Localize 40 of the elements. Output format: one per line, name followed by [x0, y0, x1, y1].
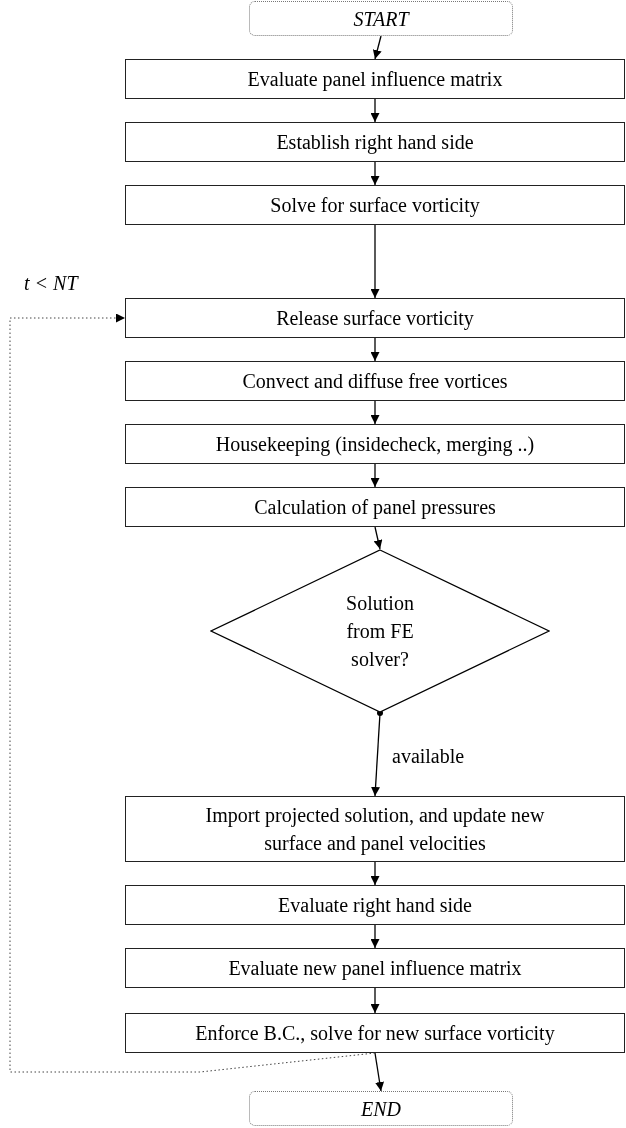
arrow — [370, 224, 380, 299]
arrow — [370, 400, 380, 425]
process-box — [125, 1013, 625, 1053]
process-box — [125, 185, 625, 225]
arrow — [370, 861, 380, 886]
terminal-label: START — [353, 6, 409, 32]
step-label: Import projected solution, and update new surface and panel velocities — [204, 803, 546, 857]
arrow — [371, 710, 383, 797]
terminal-box — [249, 1091, 513, 1126]
step-label: Housekeeping (insidecheck, merging ..) — [215, 432, 535, 458]
arrow — [370, 161, 380, 186]
process-box — [125, 59, 625, 99]
step-label: Establish right hand side — [276, 130, 474, 156]
terminal-label: END — [361, 1096, 401, 1122]
arrow — [370, 924, 380, 949]
step-label: Calculation of panel pressures — [254, 495, 496, 521]
terminal-box — [249, 1, 513, 36]
process-box — [125, 885, 625, 925]
arrow — [374, 1052, 385, 1092]
process-box — [125, 424, 625, 464]
step-label: Release surface vorticity — [276, 306, 474, 332]
step-label: Convect and diffuse free vortices — [242, 369, 508, 394]
step-label: Evaluate right hand side — [278, 893, 472, 919]
arrow — [373, 526, 383, 550]
arrow — [370, 98, 380, 123]
step-label: Solve for surface vorticity — [270, 193, 480, 219]
decision-label: Solution from FE solver? — [345, 591, 415, 672]
process-box — [125, 796, 625, 862]
step-label: Evaluate panel influence matrix — [247, 67, 503, 93]
arrow — [372, 35, 382, 60]
process-box — [125, 487, 625, 527]
arrow — [370, 987, 380, 1014]
process-box — [125, 948, 625, 988]
step-label: Enforce B.C., solve for new surface vorticity — [195, 1021, 555, 1047]
process-box — [125, 298, 625, 338]
process-box — [125, 361, 625, 401]
arrow — [370, 463, 380, 488]
process-box — [125, 122, 625, 162]
step-label: Evaluate new panel influence matrix — [228, 956, 522, 982]
arrow — [370, 337, 380, 362]
